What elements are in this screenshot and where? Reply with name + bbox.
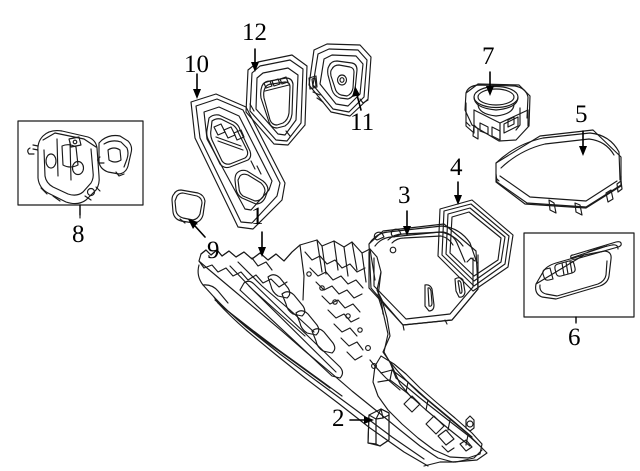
callout-label-6: 6 (568, 324, 581, 351)
part-1-center-console (197, 239, 488, 467)
callout-label-9: 9 (207, 237, 220, 264)
part-10-trim-finisher (190, 93, 286, 230)
part-6-side-trim-panel (535, 241, 622, 300)
part-9-trim-cap (171, 189, 206, 225)
part-5-armrest-lid (495, 129, 623, 216)
part-4-bin-liner-mat (437, 199, 514, 292)
callout-label-7: 7 (482, 43, 495, 70)
part-2-end-cap (367, 408, 390, 447)
part-3-storage-bin (368, 223, 479, 331)
callout-label-5: 5 (575, 101, 588, 128)
callout-label-3: 3 (398, 182, 411, 209)
callout-label-8: 8 (72, 221, 85, 248)
part-8-cup-holder-assembly (27, 129, 133, 205)
part-11-shift-boot-bezel (308, 43, 372, 117)
part-12-shifter-surround (245, 54, 308, 146)
callout-arrows (79, 48, 587, 424)
callout-label-12: 12 (242, 19, 267, 46)
callout-label-4: 4 (450, 154, 463, 181)
callout-label-1: 1 (251, 203, 264, 230)
callout-label-10: 10 (184, 51, 209, 78)
part-7-cup-holder-insert (464, 83, 531, 142)
inset-box-6-frame (523, 232, 635, 323)
callout-label-11: 11 (350, 109, 375, 136)
callout-label-2: 2 (332, 405, 345, 432)
